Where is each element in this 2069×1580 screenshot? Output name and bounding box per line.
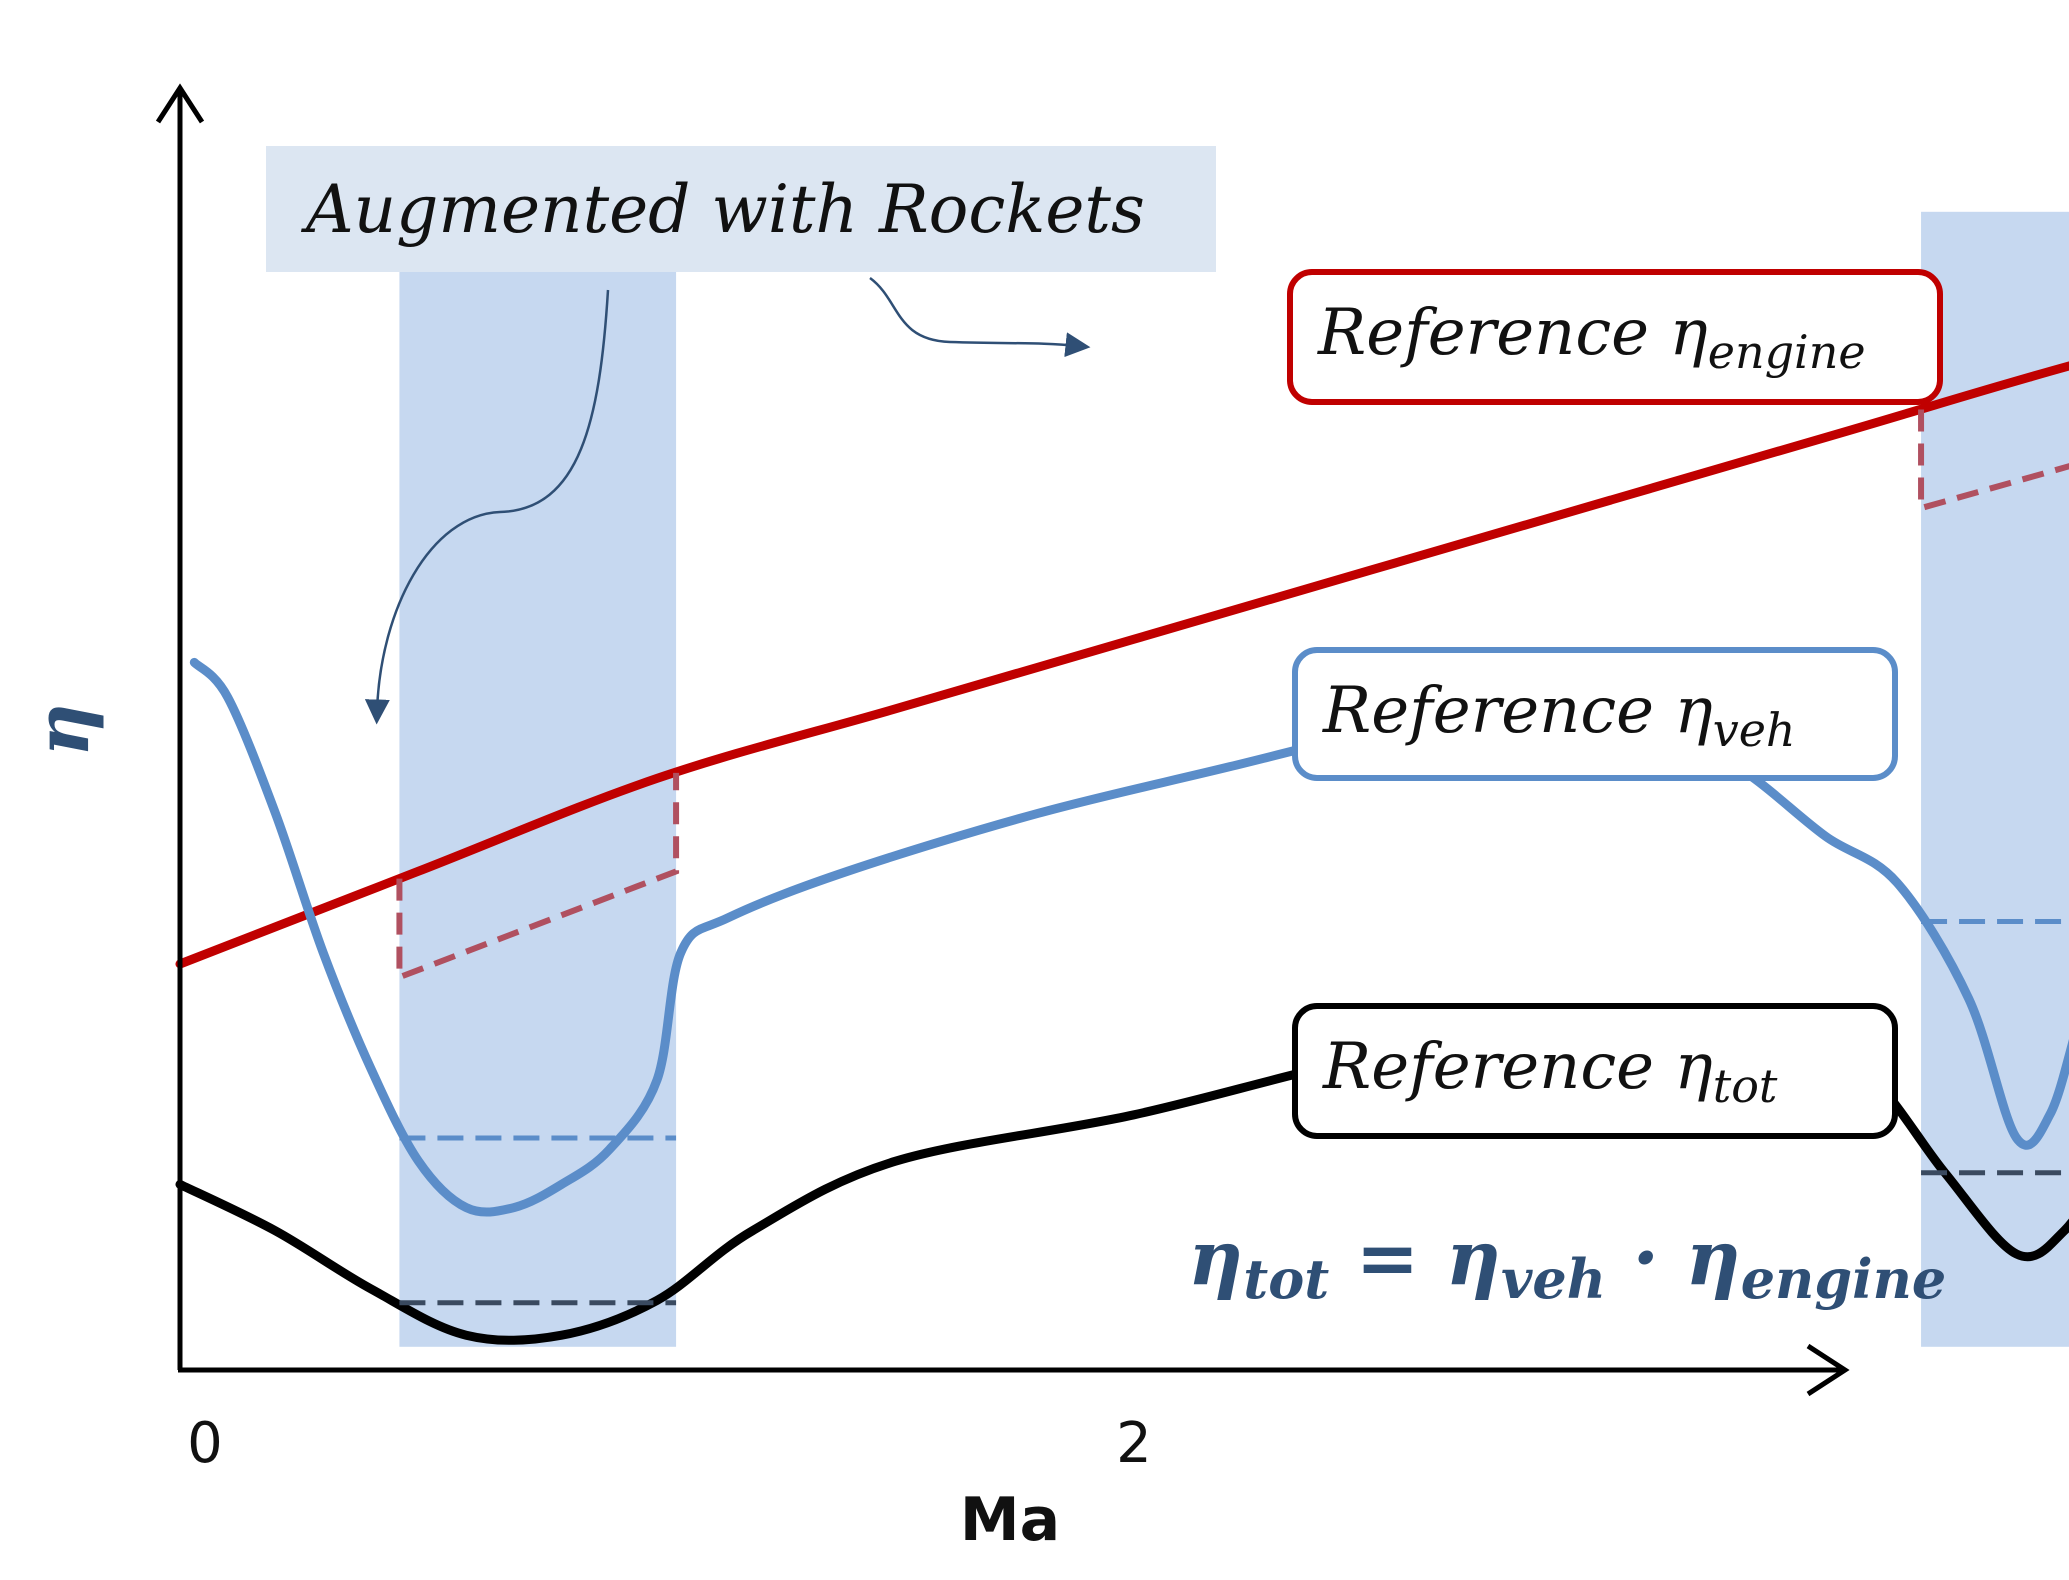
legend-prefix-tot: Reference η — [1322, 1030, 1713, 1104]
legend-box-veh — [1292, 647, 1898, 781]
legend-label-veh: Reference ηveh — [1322, 674, 1796, 757]
legend-box-tot — [1292, 1003, 1898, 1139]
legend-prefix-veh: Reference η — [1322, 674, 1713, 748]
augmentation-dashes — [396, 409, 2069, 1306]
series-line-reference-engine — [175, 361, 2069, 969]
formula-eq: = — [1329, 1213, 1446, 1302]
legend-subscript-tot: tot — [1713, 1059, 1778, 1113]
x-axis-arrow — [1806, 1343, 1850, 1397]
y-axis-arrow — [155, 83, 205, 124]
formula-eta-engine: η — [1685, 1213, 1740, 1302]
x-axis-title: Ma — [960, 1485, 1060, 1555]
formula: ηtot = ηveh · ηengine — [1188, 1213, 1946, 1311]
y-axis-title: η — [20, 703, 106, 757]
x-tick-label-0: 0 — [187, 1411, 223, 1476]
engine-augmentation-dash-2 — [1918, 409, 2069, 513]
augmented-arrow-left — [364, 289, 610, 725]
x-tick-labels: 0246 — [187, 1411, 1152, 1476]
formula-sub-veh: veh — [1501, 1247, 1606, 1311]
engine-augmentation-dash-1 — [396, 772, 680, 982]
legend-label-engine: Reference ηengine — [1317, 296, 1866, 379]
augmented-region-1 — [399, 211, 677, 1347]
augmented-label: Augmented with Rockets — [300, 171, 1145, 248]
legend-subscript-veh: veh — [1713, 703, 1796, 757]
formula-sub-engine: engine — [1741, 1247, 1947, 1311]
augmented-arrow-right — [869, 276, 1091, 358]
x-tick-label-2: 2 — [1116, 1411, 1152, 1476]
formula-eta-tot: η — [1188, 1213, 1243, 1302]
formula-dot: · — [1606, 1213, 1685, 1302]
legend-label-tot: Reference ηtot — [1322, 1030, 1778, 1113]
legend-prefix-engine: Reference η — [1317, 296, 1708, 370]
formula-sub-tot: tot — [1243, 1247, 1329, 1311]
formula-eta-veh: η — [1446, 1213, 1501, 1302]
augmented-label-box — [266, 146, 1216, 272]
legend-box-engine — [1287, 269, 1943, 405]
legend-subscript-engine: engine — [1708, 325, 1866, 379]
